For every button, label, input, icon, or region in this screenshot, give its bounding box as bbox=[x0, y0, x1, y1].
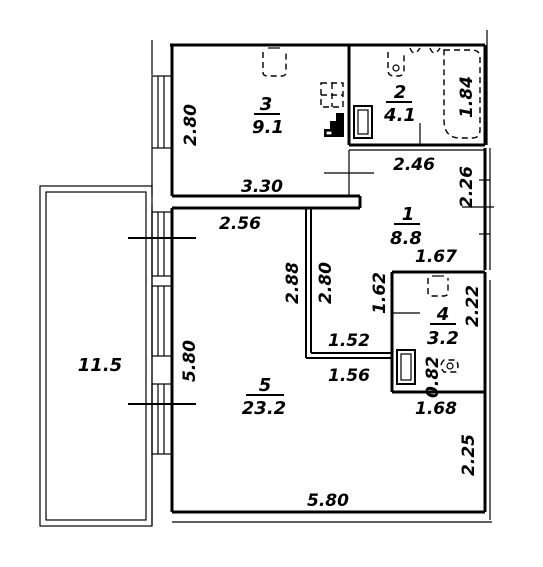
dimension-labels: 2.80 3.30 1.84 2.46 2.26 2.56 1.67 2.88 … bbox=[180, 76, 483, 511]
dim-hall-left-inner: 2.80 bbox=[316, 262, 336, 304]
room-4-area: 3.2 bbox=[427, 328, 459, 349]
dim-wc-right: 2.22 bbox=[463, 285, 483, 327]
dim-wc-niche: 1.52 bbox=[328, 331, 370, 351]
room-1-number: 1 bbox=[402, 204, 415, 225]
dim-hall-width: 1.67 bbox=[415, 247, 457, 267]
dim-bath-height: 1.84 bbox=[457, 76, 477, 118]
dim-room3-width: 3.30 bbox=[241, 177, 283, 197]
door-marks bbox=[324, 123, 494, 314]
fixtures bbox=[262, 47, 481, 385]
dim-bath-width: 2.46 bbox=[393, 155, 435, 175]
dim-living-bottom: 5.80 bbox=[307, 491, 349, 511]
dim-hall-right: 2.26 bbox=[457, 166, 477, 208]
dim-wc-left: 1.62 bbox=[370, 272, 390, 314]
room-3-number: 3 bbox=[260, 94, 273, 115]
room-5-number: 5 bbox=[259, 375, 272, 396]
walls bbox=[151, 30, 492, 525]
room-4-number: 4 bbox=[436, 304, 450, 325]
dim-room3-height: 2.80 bbox=[181, 104, 201, 146]
room-2-number: 2 bbox=[394, 82, 407, 103]
dim-wc-bottom-left: 1.56 bbox=[328, 366, 370, 386]
dim-hall-left-outer: 2.88 bbox=[283, 262, 303, 304]
room-labels: 3 9.1 2 4.1 1 8.8 4 3.2 5 23.2 11.5 bbox=[78, 82, 459, 419]
room-2-area: 4.1 bbox=[383, 105, 416, 126]
dim-living-right: 2.25 bbox=[459, 434, 479, 476]
room-1-area: 8.8 bbox=[390, 228, 422, 249]
room-3-area: 9.1 bbox=[252, 117, 284, 138]
dim-hall-top: 2.56 bbox=[219, 214, 261, 234]
dim-living-left: 5.80 bbox=[180, 340, 200, 382]
room-5-area: 23.2 bbox=[242, 398, 286, 419]
dim-wc-inner: 0.82 bbox=[423, 356, 443, 398]
balcony-area: 11.5 bbox=[78, 355, 122, 376]
balcony bbox=[39, 185, 153, 527]
dim-wc-bottom: 1.68 bbox=[415, 399, 457, 419]
